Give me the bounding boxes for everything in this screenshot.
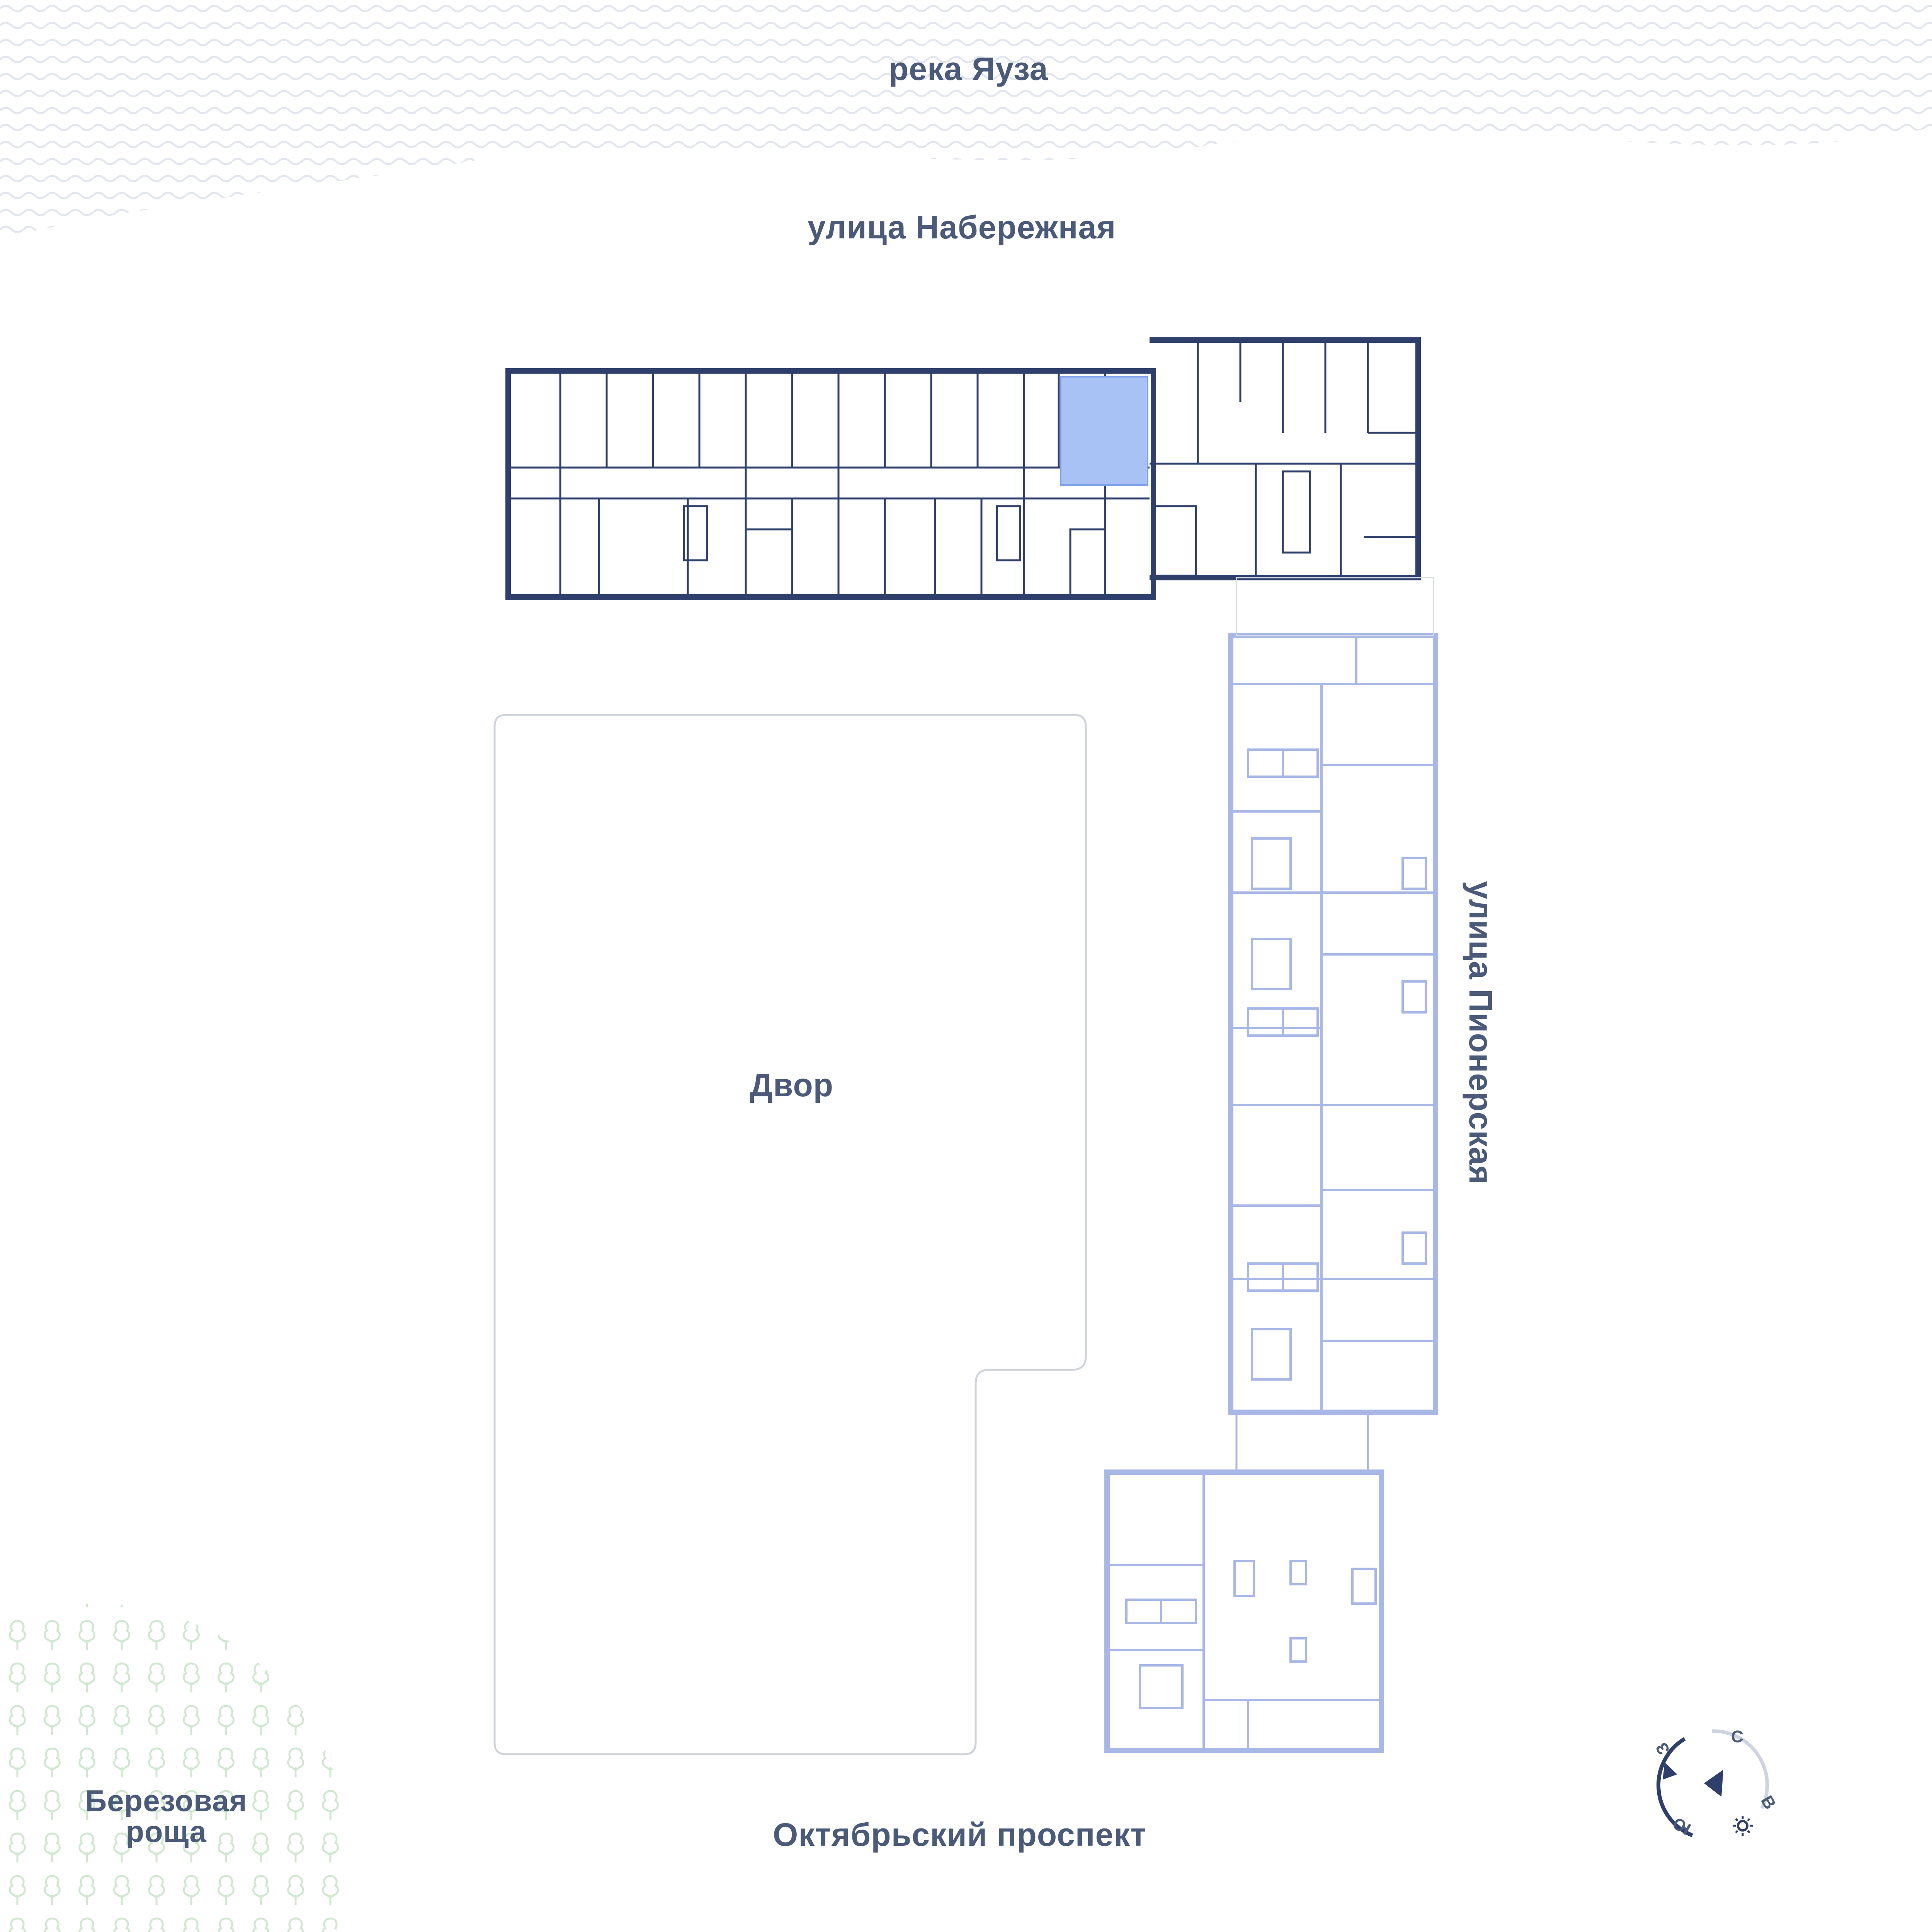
- river-label: река Яуза: [889, 51, 1048, 87]
- residential-building-east: [1104, 577, 1438, 1753]
- street-north-label: улица Набережная: [808, 209, 1116, 245]
- grove-label-line2: роща: [126, 1815, 207, 1849]
- selected-apartment[interactable]: [1060, 376, 1148, 486]
- compass-icon: [1656, 1729, 1769, 1837]
- courtyard-outline: [493, 714, 1087, 1755]
- sun-icon: [1733, 1816, 1753, 1836]
- grove-area: [0, 1604, 348, 1932]
- grove-label-line1: Березовая: [85, 1784, 247, 1818]
- compass-north: С: [1731, 1727, 1743, 1746]
- street-south-label: Октябрьский проспект: [773, 1816, 1147, 1853]
- grove-label: Березовая роща: [58, 1785, 274, 1847]
- residential-building-north: [505, 337, 1421, 600]
- river-area: [0, 0, 1932, 240]
- street-east-label: улица Пионерская: [1463, 881, 1499, 1185]
- courtyard-label: Двор: [750, 1067, 833, 1103]
